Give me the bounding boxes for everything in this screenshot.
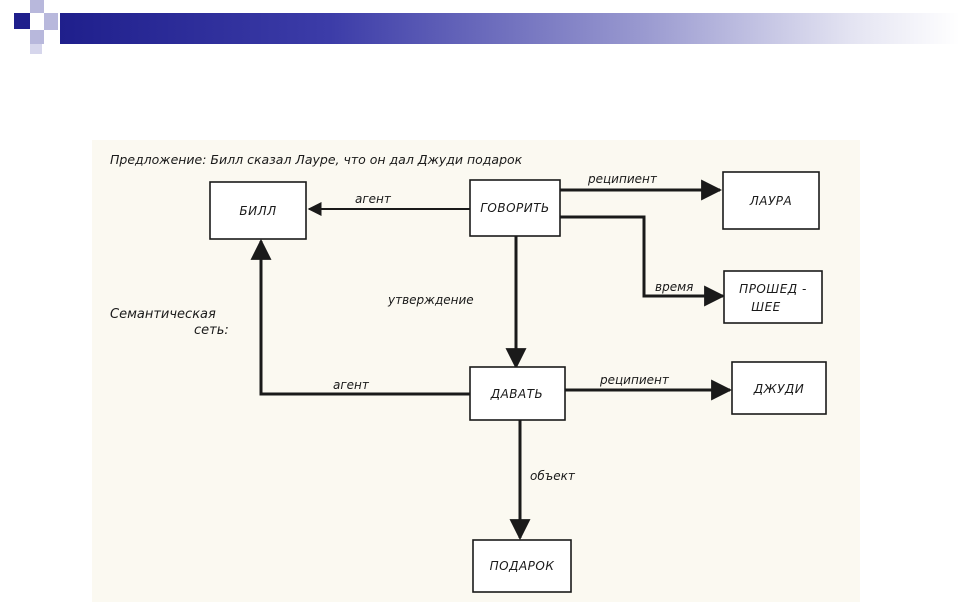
- edge-label-vremya: время: [655, 280, 693, 294]
- edge-govorit-proshed: [560, 215, 726, 307]
- node-proshed-box: [723, 270, 823, 324]
- node-bill-box: [209, 181, 307, 240]
- node-proshed-label-line1: ПРОШЕД -: [739, 282, 807, 296]
- edge-label-recipient-top: реципиент: [587, 172, 658, 186]
- node-judi-label: ДЖУДИ: [753, 382, 804, 396]
- node-judi-box: [731, 361, 827, 415]
- header-square-light-2: [44, 13, 58, 30]
- header-gradient-bar: [60, 13, 960, 44]
- node-bill-label: БИЛЛ: [239, 204, 276, 218]
- node-govorit-label: ГОВОРИТЬ: [480, 201, 550, 215]
- node-podarok-label: ПОДАРОК: [490, 559, 555, 573]
- header-square-navy: [14, 13, 30, 29]
- node-davat-box: [469, 366, 566, 421]
- edge-label-agent-top: агент: [355, 192, 392, 206]
- edge-label-agent-bottom: агент: [333, 378, 370, 392]
- node-proshed-label-line2: ШЕЕ: [751, 300, 781, 314]
- node-govorit-box: [469, 179, 561, 237]
- node-laura-box: [722, 171, 820, 230]
- header-square-light-3: [30, 30, 44, 44]
- sentence-caption: Предложение: Билл сказал Лауре, что он д…: [110, 152, 523, 167]
- edge-label-utverzhdenie: утверждение: [387, 293, 474, 307]
- edge-label-object: объект: [530, 469, 576, 483]
- node-laura-label: ЛАУРА: [749, 194, 793, 208]
- semantic-network-label-line1: Семантическая: [110, 307, 216, 322]
- node-davat-label: ДАВАТЬ: [490, 387, 544, 401]
- node-podarok-box: [472, 539, 572, 593]
- semantic-network-label-line2: сеть:: [194, 323, 229, 338]
- header-square-light-1: [30, 0, 44, 13]
- edge-label-recipient-bottom: реципиент: [599, 373, 670, 387]
- header-square-light-4: [30, 44, 42, 54]
- edge-davat-bill: [250, 238, 470, 396]
